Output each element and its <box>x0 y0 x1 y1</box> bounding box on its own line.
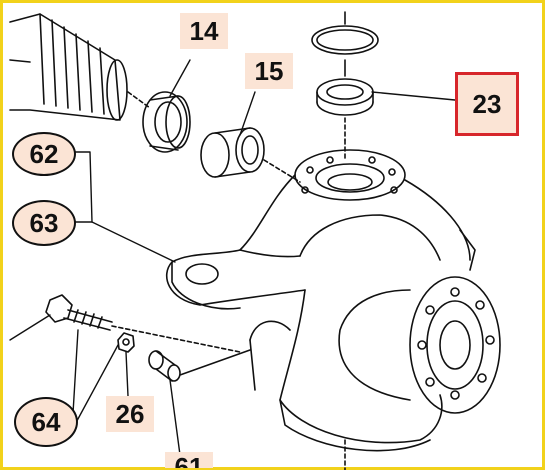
seal-ring <box>142 91 191 153</box>
splined-shaft <box>9 13 128 121</box>
bearing-ring <box>316 78 374 116</box>
callout-14: 14 <box>180 13 228 49</box>
bushing <box>200 127 265 178</box>
o-ring <box>311 25 379 55</box>
callout-23: 23 <box>455 72 519 136</box>
bolt <box>45 294 113 331</box>
callout-62: 62 <box>12 132 76 176</box>
callout-64: 64 <box>14 397 78 447</box>
nut <box>117 332 135 353</box>
callout-26: 26 <box>106 396 154 432</box>
callout-61: 61 <box>165 452 213 468</box>
knuckle-body <box>166 149 501 452</box>
callout-63: 63 <box>12 200 76 246</box>
callout-15: 15 <box>245 53 293 89</box>
sleeve <box>148 350 181 382</box>
